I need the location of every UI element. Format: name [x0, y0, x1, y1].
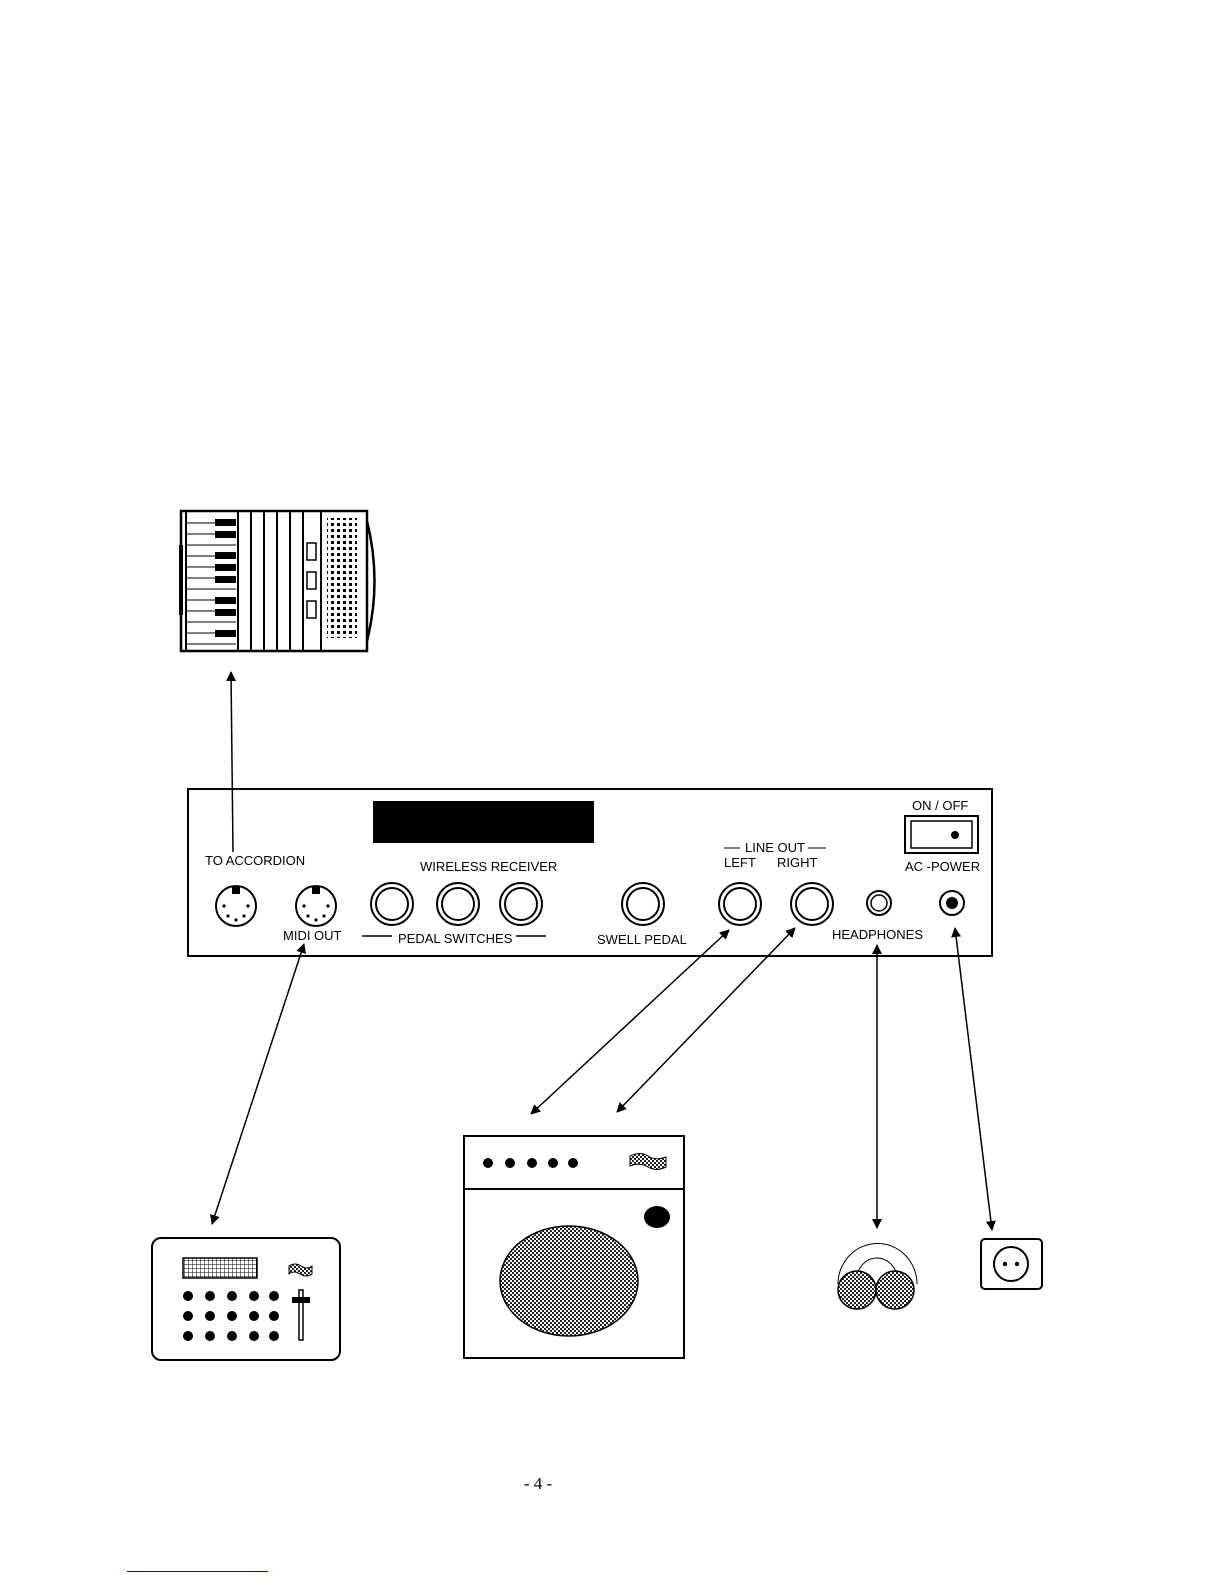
midi-out-jack[interactable] — [296, 886, 336, 926]
label-headphones: HEADPHONES — [832, 927, 923, 942]
arrow-ac-power — [955, 928, 992, 1230]
pedal-switch-jack-3[interactable] — [500, 883, 542, 925]
to-accordion-jack[interactable] — [216, 886, 256, 926]
swell-pedal-jack[interactable] — [622, 883, 664, 925]
arrow-line-out-left — [531, 930, 729, 1114]
label-pedal-switches: PEDAL SWITCHES — [398, 931, 513, 946]
label-right: RIGHT — [777, 855, 818, 870]
power-outlet-icon — [981, 1239, 1042, 1289]
footer-link-underline[interactable] — [127, 1571, 268, 1572]
label-midi-out: MIDI OUT — [283, 928, 342, 943]
ac-power-socket[interactable] — [940, 891, 964, 915]
label-swell-pedal: SWELL PEDAL — [597, 932, 687, 947]
label-left: LEFT — [724, 855, 756, 870]
power-switch[interactable] — [905, 816, 978, 853]
label-wireless-receiver: WIRELESS RECEIVER — [420, 859, 557, 874]
accordion-icon — [179, 511, 375, 651]
page-number: - 4 - — [524, 1474, 553, 1493]
label-ac-power: AC -POWER — [905, 859, 980, 874]
label-to-accordion: TO ACCORDION — [205, 853, 305, 868]
headphones-icon — [838, 1243, 917, 1309]
pedal-switch-jack-2[interactable] — [437, 883, 479, 925]
midi-device-icon — [152, 1238, 340, 1360]
amplifier-icon — [464, 1136, 684, 1358]
label-line-out: LINE OUT — [745, 840, 805, 855]
line-out-left-jack[interactable] — [719, 883, 761, 925]
pedal-switch-jack-1[interactable] — [371, 883, 413, 925]
arrow-midi-out — [212, 944, 304, 1224]
line-out-right-jack[interactable] — [791, 883, 833, 925]
rear-panel: TO ACCORDION MIDI OUT WIRELESS RECEIVER … — [188, 789, 992, 956]
display-strip — [373, 801, 594, 843]
headphones-jack[interactable] — [867, 891, 891, 915]
label-on-off: ON / OFF — [912, 798, 968, 813]
